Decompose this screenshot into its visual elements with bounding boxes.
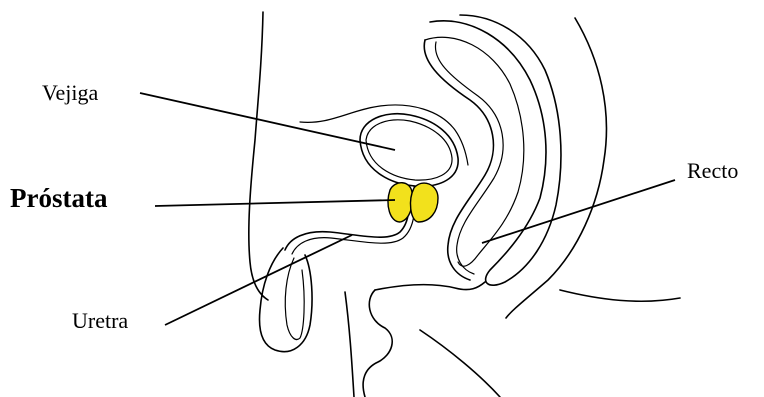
prostate-leader-line (155, 200, 395, 206)
bladder-leader-line (140, 93, 395, 150)
rectum-leader-line (482, 180, 675, 243)
urethra-label: Uretra (72, 308, 128, 333)
penis-inner-outline (285, 258, 304, 339)
bladder-label: Vejiga (42, 80, 98, 105)
rectum-label: Recto (687, 158, 738, 183)
prostate-left-lobe (388, 183, 412, 222)
urethra-leader-line (165, 235, 352, 325)
bladder-outline (360, 114, 458, 187)
abdomen-outline (249, 12, 268, 300)
leg-outline (420, 330, 500, 397)
prostate-gland (388, 183, 438, 222)
prostate-right-lobe (411, 183, 438, 222)
rectum-inner-outline (425, 37, 524, 266)
prostate-label: Próstata (10, 183, 108, 213)
bladder-inner-outline (366, 120, 452, 180)
back-outline (506, 18, 606, 318)
pelvic-floor-outline (375, 282, 485, 290)
buttock-lower-outline (560, 290, 680, 301)
thigh-outline (345, 292, 354, 397)
perineum-outline (363, 290, 392, 397)
